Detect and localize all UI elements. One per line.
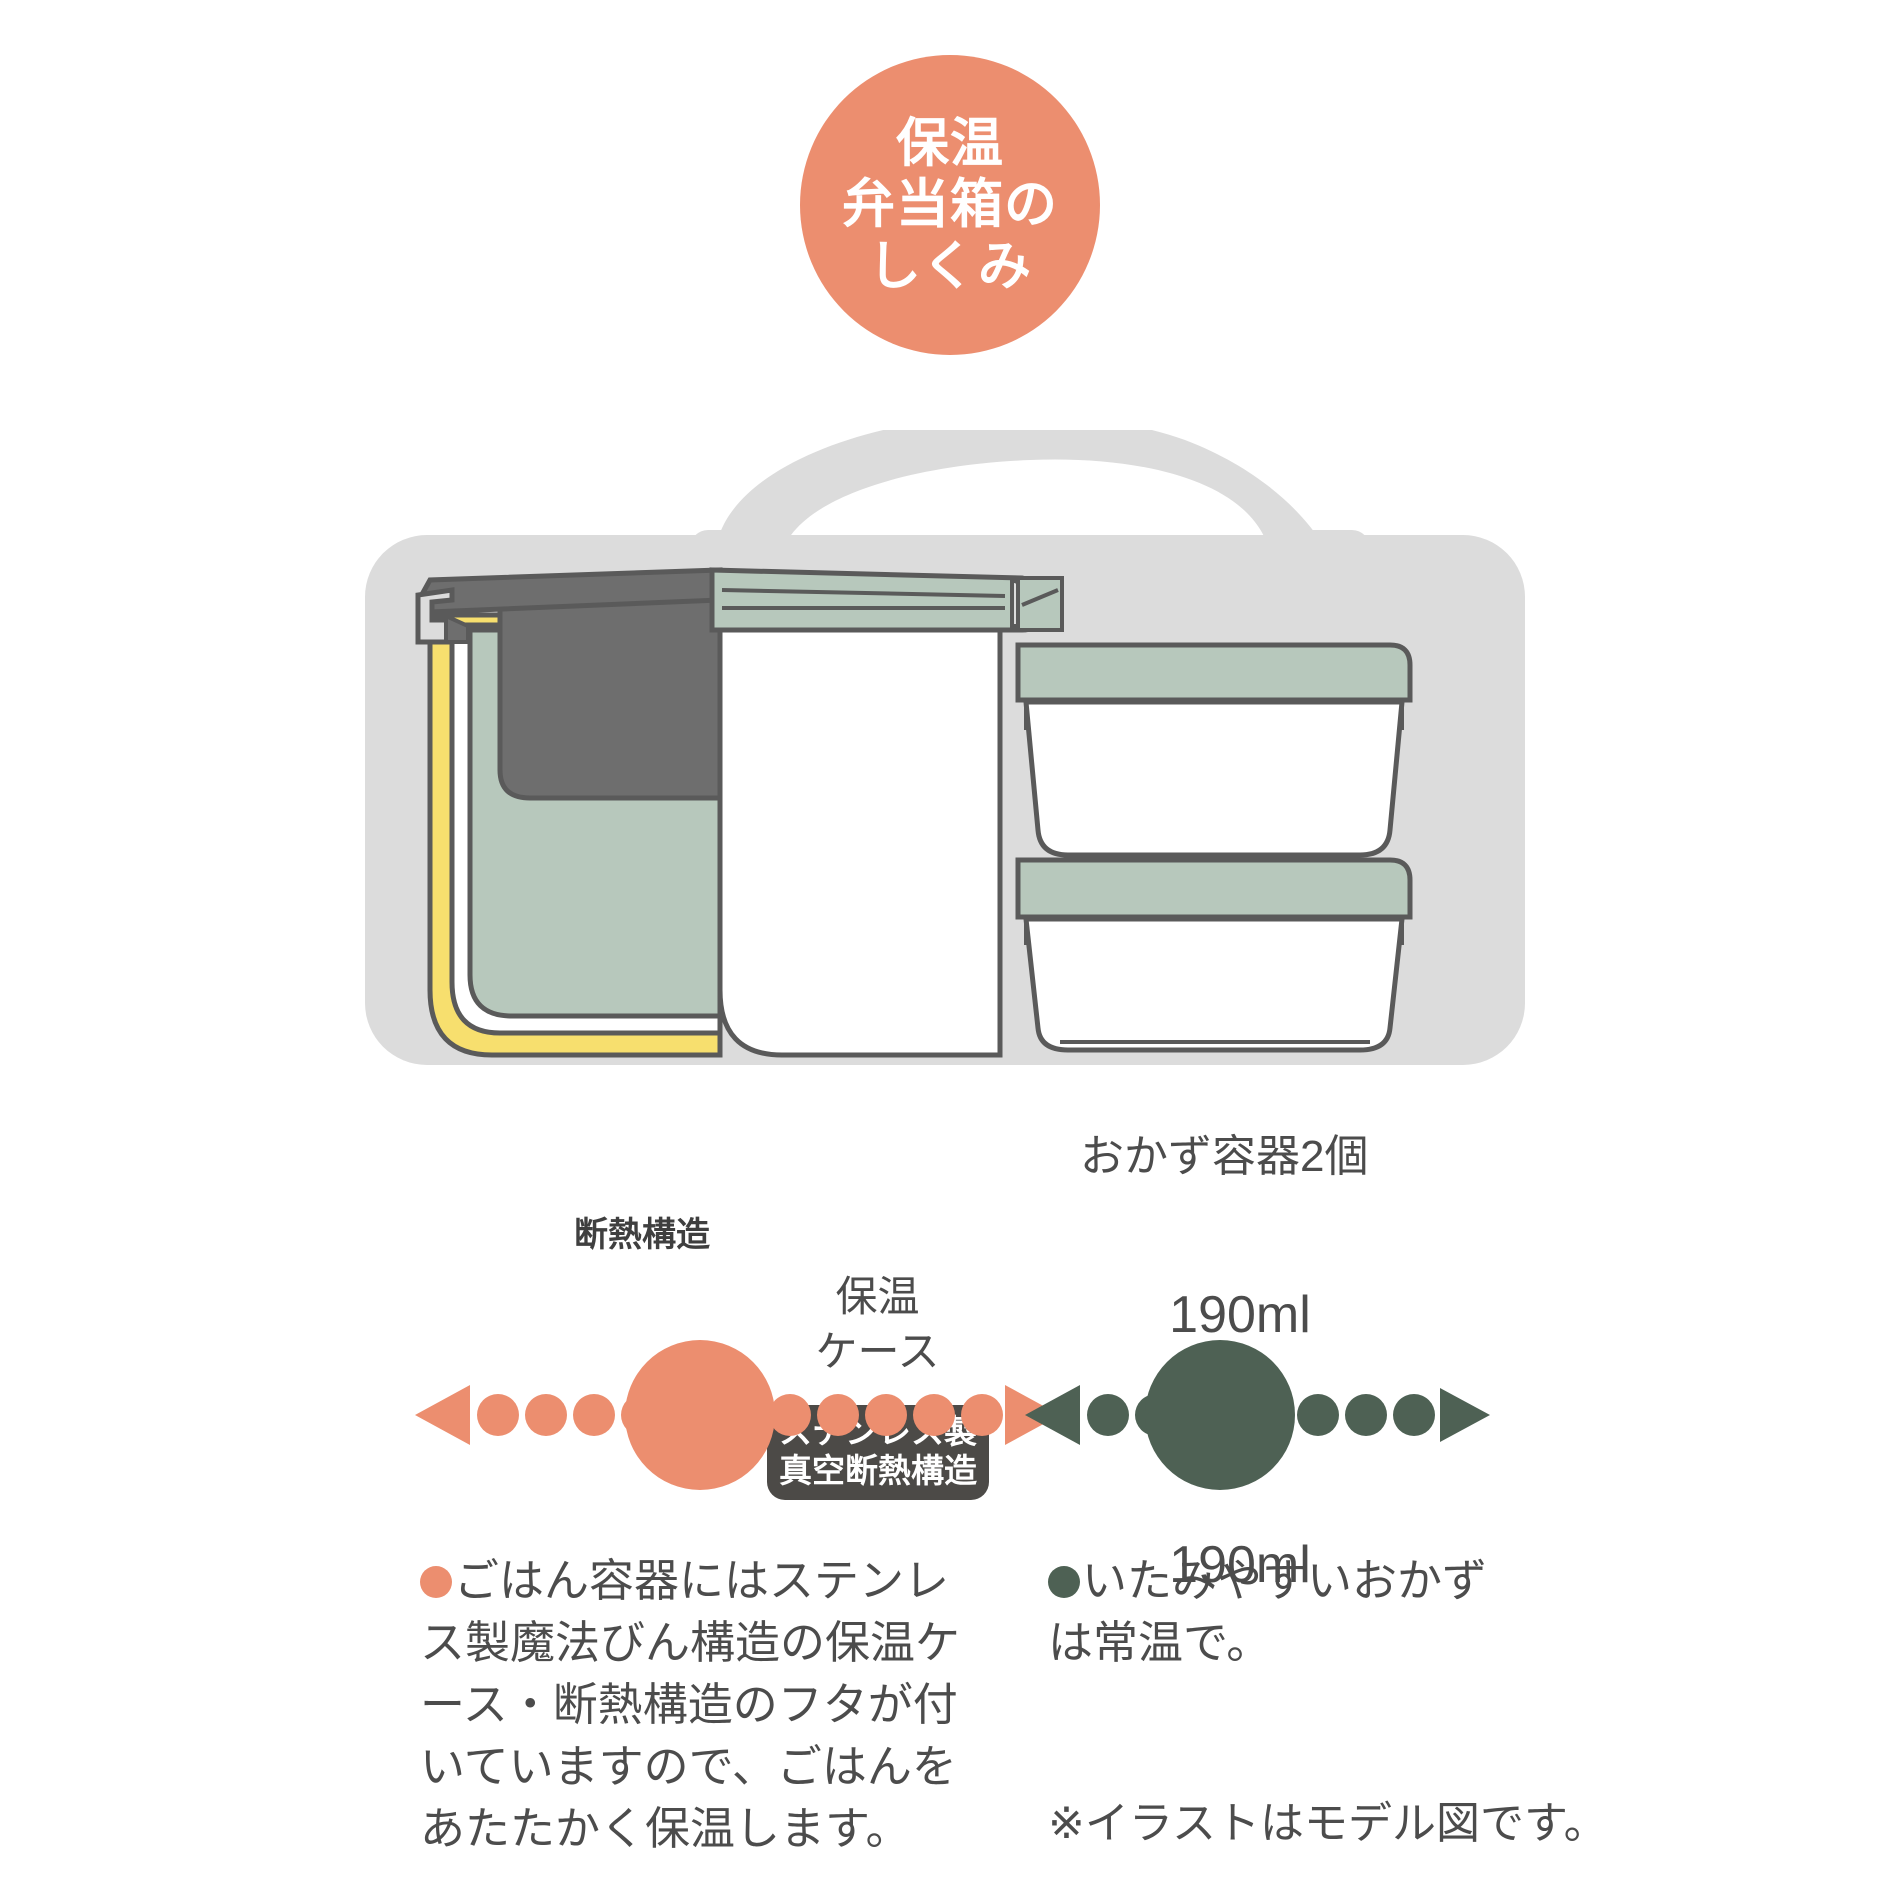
lid-hook [415,587,455,645]
side-container-bottom [1015,857,1413,1053]
side-container-top [1015,642,1413,858]
lunchbox-illustration: フタ 断熱構造 ごはん 容器 250ml 保温 ケース ステンレス製 真空断熱構… [0,430,1900,1594]
handle-shape [715,430,1332,565]
lid-body [497,577,723,801]
thermal-case [717,612,1003,1058]
joon-circle [1145,1340,1295,1490]
lid-insulation-badge: 断熱構造 [558,1202,726,1263]
side-containers-title: おかず容器2個 [1080,1132,1369,1181]
joon-arrow-right [1297,1388,1490,1442]
right-description: いたみやすいおかずは常温で。 [1048,1550,1528,1674]
thermal-case-lid [709,567,1038,633]
model-illustration-note: ※イラストはモデル図です。 [1048,1799,1608,1848]
thermal-label-line-1: 保温 [835,1273,920,1320]
left-description-text: ごはん容器にはステンレス製魔法びん構造の保温ケース・断熱構造のフタが付いています… [420,1555,961,1855]
temperature-arrows: 保 温 常 温 [0,1330,1900,1530]
title-line-1: 保温 [896,113,1004,173]
title-badge: 保温 弁当箱の しくみ [800,55,1100,355]
hoon-arrow-right [769,1385,1060,1445]
green-bullet-icon [1048,1566,1080,1598]
lid-label: フタ [655,1142,737,1188]
hoon-circle [625,1340,775,1490]
right-description-text: いたみやすいおかずは常温で。 [1048,1555,1488,1669]
title-line-2: 弁当箱の [842,175,1058,235]
coral-bullet-icon [420,1566,452,1598]
left-description: ごはん容器にはステンレス製魔法びん構造の保温ケース・断熱構造のフタが付いています… [420,1550,980,1860]
title-line-3: しくみ [867,236,1033,296]
stainless-badge-line-2: 真空断熱構造 [779,1451,977,1489]
